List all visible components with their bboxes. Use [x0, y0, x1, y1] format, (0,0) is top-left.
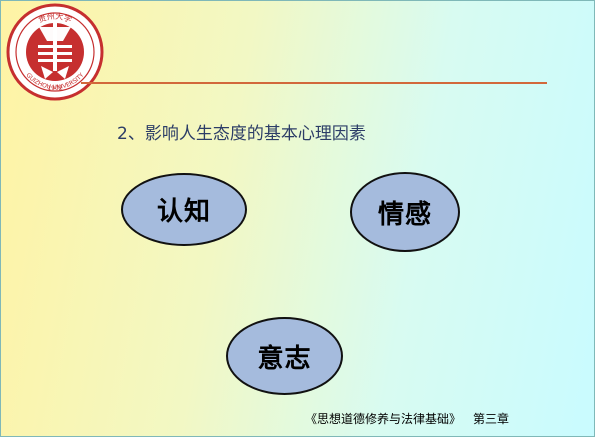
course-title: 《思想道德修养与法律基础》 — [305, 412, 462, 426]
title-divider — [81, 82, 547, 84]
chapter-label: 第三章 — [473, 412, 510, 426]
bubble-will: 意志 — [226, 317, 343, 395]
bubble-cognition: 认知 — [121, 173, 247, 246]
logo-year: 1902 — [47, 85, 62, 92]
bubble-emotion: 情感 — [350, 172, 460, 252]
footer: 《思想道德修养与法律基础》第三章 — [305, 410, 509, 427]
slide-heading: 2、影响人生态度的基本心理因素 — [117, 124, 366, 144]
university-seal-icon: 贵州大学 GUIZHOU UNIVERSITY 1902 — [6, 3, 104, 101]
